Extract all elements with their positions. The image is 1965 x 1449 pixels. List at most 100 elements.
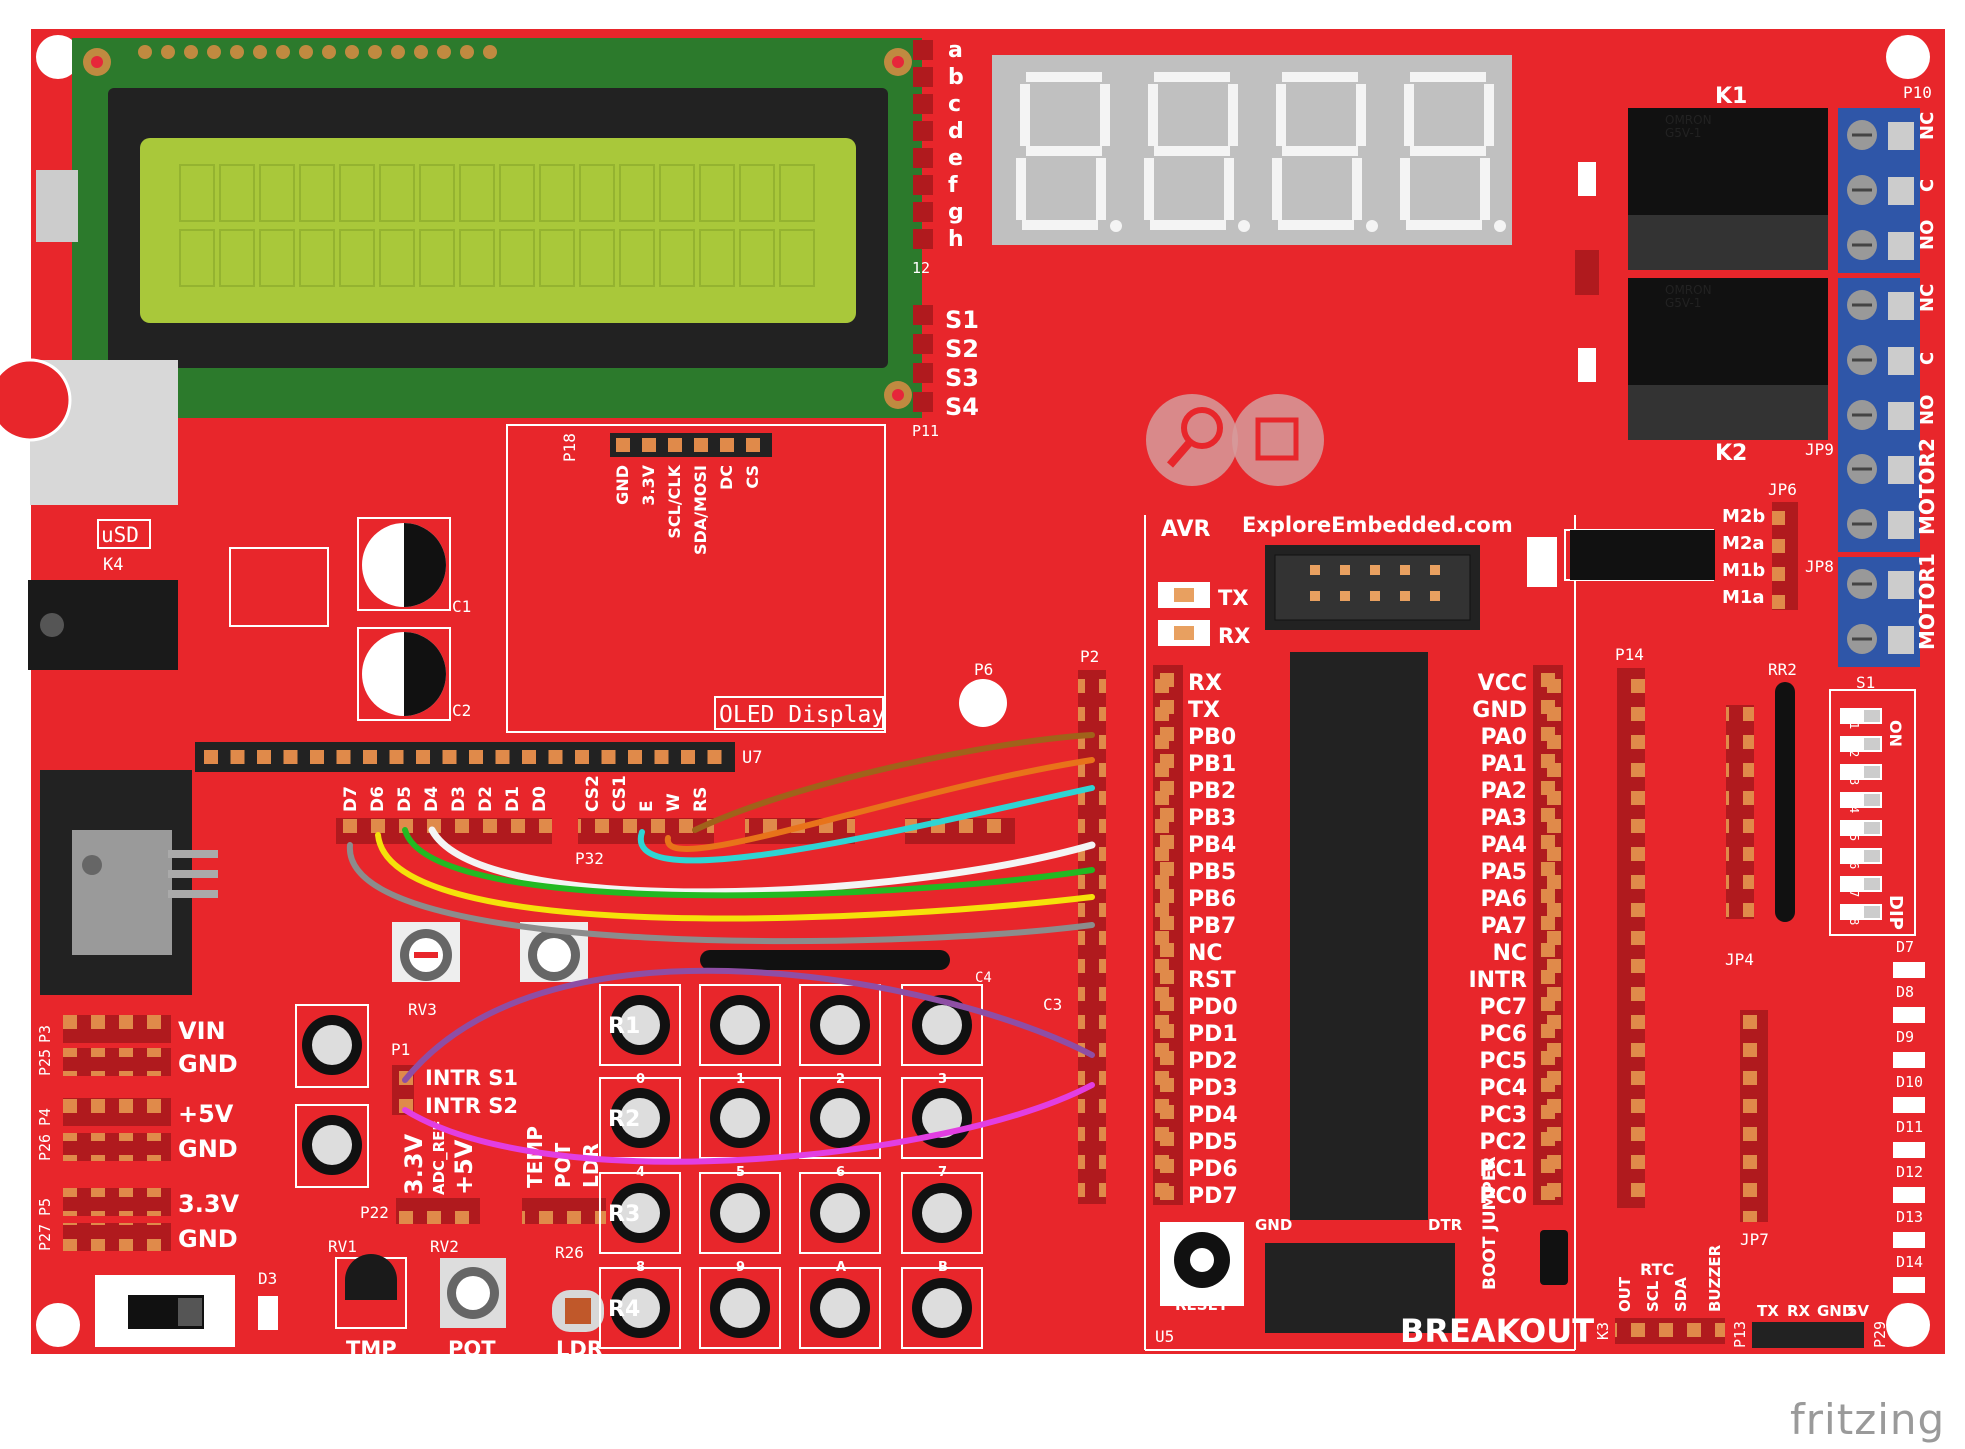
keypad-key-6[interactable]: 6: [799, 1077, 881, 1180]
dip-label: DIP: [1885, 895, 1906, 930]
port-pin-pd4: PD4: [1188, 1103, 1238, 1128]
reset-button[interactable]: [1160, 1222, 1244, 1306]
led-d13: [1893, 1232, 1925, 1248]
port-pin-gnd: GND: [1472, 698, 1527, 723]
u7-pin: [310, 750, 324, 764]
lcd-pin: [276, 45, 290, 59]
lcd-module: [72, 38, 922, 418]
lcd-pin-label-rs: RS: [691, 787, 711, 812]
power-label-gnd: GND: [178, 1225, 238, 1253]
p14-label: P14: [1615, 645, 1644, 664]
led-label-d11: D11: [1896, 1118, 1923, 1136]
port-pin-pc3: PC3: [1479, 1103, 1527, 1128]
push-button[interactable]: [295, 1004, 369, 1088]
lcd-pin: [184, 45, 198, 59]
keypad-key-3[interactable]: 3: [901, 984, 983, 1087]
keypad-key-1[interactable]: 1: [699, 984, 781, 1087]
led-d9: [1893, 1052, 1925, 1068]
lcd-ctrl-header: [578, 818, 714, 844]
lcd-pin: [368, 45, 382, 59]
wire-green: [402, 827, 1095, 899]
jumper-block: [1570, 530, 1715, 580]
power-header: [63, 1098, 171, 1126]
keypad-key-a[interactable]: A: [799, 1172, 881, 1275]
port-pin-pb1: PB1: [1188, 752, 1236, 777]
keypad-row-r4: R4: [608, 1297, 640, 1322]
oled-pin-label: GND: [613, 465, 632, 505]
switch-label-s2: S2: [945, 335, 979, 363]
jp8-label: JP8: [1805, 557, 1834, 576]
seg-label-g: g: [948, 200, 964, 225]
lcd-pin-label-d6: D6: [368, 786, 388, 812]
keypad-key-f[interactable]: F: [901, 1267, 983, 1370]
motor1-label: MOTOR1: [1915, 553, 1939, 650]
keypad-key-0[interactable]: 0: [599, 984, 681, 1087]
oled-pin-label: 3.3V: [639, 464, 658, 505]
k1-label: K1: [1715, 84, 1747, 109]
lcd-pin: [299, 45, 313, 59]
rail-5v: +5V: [450, 1139, 478, 1195]
wire-yellow: [375, 832, 1095, 922]
oled-ref: P18: [560, 433, 579, 462]
micro-usb: [36, 170, 78, 242]
relay-term-nc: NC: [1917, 112, 1938, 140]
lcd-pin-label-cs1: CS1: [610, 775, 630, 812]
led-label-d8: D8: [1896, 983, 1914, 1001]
website-label: ExploreEmbedded.com: [1242, 513, 1513, 537]
dip-number: 5: [1847, 834, 1861, 841]
trimpot-rv2[interactable]: [440, 1258, 506, 1328]
keypad-key-9[interactable]: 9: [699, 1172, 781, 1275]
jp7-label: JP7: [1740, 1230, 1769, 1249]
uart-5v: 5V: [1847, 1302, 1869, 1320]
keypad-key-label: 0: [636, 1072, 645, 1087]
buzzer-label: BUZZER: [1706, 1244, 1724, 1312]
lcd-pin-label-cs2: CS2: [583, 775, 603, 812]
p11-label: P11: [912, 422, 939, 440]
keypad-key-label: 1: [736, 1072, 745, 1087]
wire-orange: [664, 757, 1095, 852]
seg-digit: [1016, 72, 1122, 232]
keypad-key-e[interactable]: E: [799, 1267, 881, 1370]
port-pin-pa4: PA4: [1481, 833, 1527, 858]
port-pin-pa6: PA6: [1481, 887, 1527, 912]
jumper-wires: [346, 732, 1096, 1165]
port-pin-nc: NC: [1492, 941, 1527, 966]
keypad-key-c[interactable]: C: [599, 1267, 681, 1370]
lcd-pin: [414, 45, 428, 59]
lcd-pin: [322, 45, 336, 59]
port-pin-pc5: PC5: [1479, 1049, 1527, 1074]
keypad-key-b[interactable]: B: [901, 1172, 983, 1275]
jp6-label: JP6: [1768, 480, 1797, 499]
u7-pin: [575, 750, 589, 764]
resistor-array: [700, 950, 950, 970]
tx-led-label: TX: [1218, 586, 1249, 610]
port-pin-pb2: PB2: [1188, 779, 1236, 804]
mount-hole: [36, 35, 80, 79]
component-outline: [229, 547, 329, 627]
lcd-pin-label-e: E: [637, 800, 657, 812]
relay-term-c: C: [1917, 179, 1938, 192]
wire-cyan: [637, 785, 1095, 864]
wire-purple: [402, 967, 1095, 1083]
capacitor-c1: [357, 517, 451, 611]
lcd-pin: [391, 45, 405, 59]
led-d7: [1893, 962, 1925, 978]
rr2-label: RR2: [1768, 660, 1797, 679]
keypad-key-label: 3: [938, 1072, 947, 1087]
led-label-d9: D9: [1896, 1028, 1914, 1046]
u7-pin: [681, 750, 695, 764]
jp4-header: [1726, 705, 1754, 919]
seg-label-h: h: [948, 227, 964, 252]
push-button[interactable]: [295, 1104, 369, 1188]
keypad-key-8[interactable]: 8: [599, 1172, 681, 1275]
u7-pin: [654, 750, 669, 764]
trimpot-rv3[interactable]: [392, 922, 460, 982]
keypad-key-d[interactable]: D: [699, 1267, 781, 1370]
u7-pin: [548, 750, 563, 764]
intr-s1-label: INTR S1: [425, 1066, 518, 1090]
keypad-key-4[interactable]: 4: [599, 1077, 681, 1180]
dip-number: 6: [1847, 862, 1861, 869]
power-header: [63, 1133, 171, 1161]
keypad-key-2[interactable]: 2: [799, 984, 881, 1087]
